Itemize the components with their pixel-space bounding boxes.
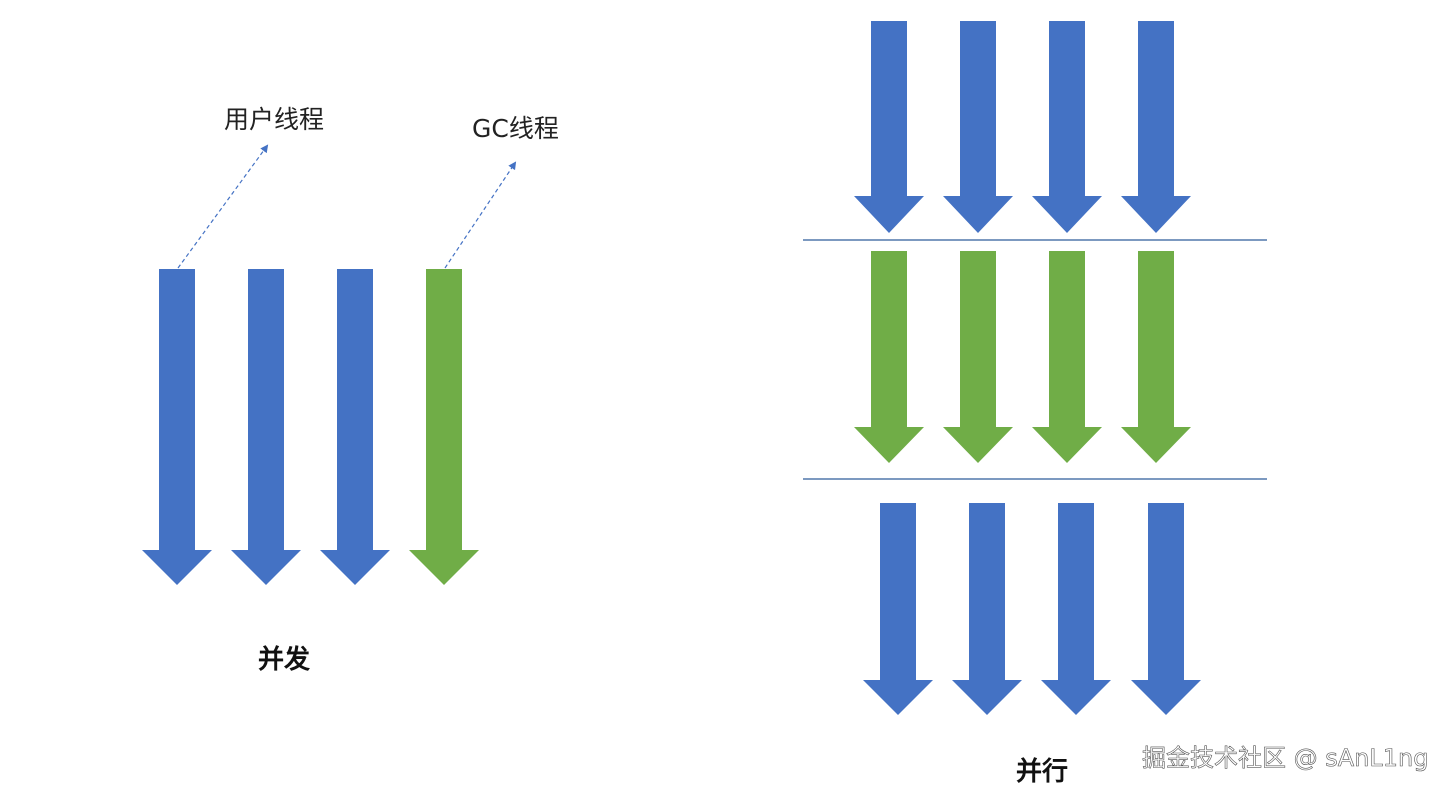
user-thread-arrow: [320, 269, 390, 585]
user-thread-arrow: [1121, 21, 1191, 233]
gc-thread-arrow: [943, 251, 1013, 463]
user-thread-arrow: [231, 269, 301, 585]
user-thread-arrow: [943, 21, 1013, 233]
concurrent-caption: 并发: [258, 644, 310, 675]
user-thread-arrow: [952, 503, 1022, 715]
gc-thread-label: GC线程: [472, 114, 559, 143]
user-thread-arrow: [863, 503, 933, 715]
user-thread-arrow: [1032, 21, 1102, 233]
parallel-arrow-group: [854, 21, 1201, 715]
parallel-caption: 并行: [1016, 756, 1068, 787]
gc-thread-arrow: [1032, 251, 1102, 463]
user-thread-label: 用户线程: [224, 105, 324, 134]
gc-thread-arrow: [854, 251, 924, 463]
gc-thread-arrow: [409, 269, 479, 585]
gc-thread-pointer: [444, 161, 517, 269]
user-thread-arrow: [854, 21, 924, 233]
user-thread-arrow: [142, 269, 212, 585]
user-thread-arrow: [1041, 503, 1111, 715]
user-thread-pointer: [177, 144, 269, 269]
watermark: 掘金技术社区 @ sAnL1ng: [1142, 744, 1428, 772]
user-thread-arrow: [1131, 503, 1201, 715]
concurrent-arrow-group: [142, 269, 479, 585]
gc-thread-arrow: [1121, 251, 1191, 463]
